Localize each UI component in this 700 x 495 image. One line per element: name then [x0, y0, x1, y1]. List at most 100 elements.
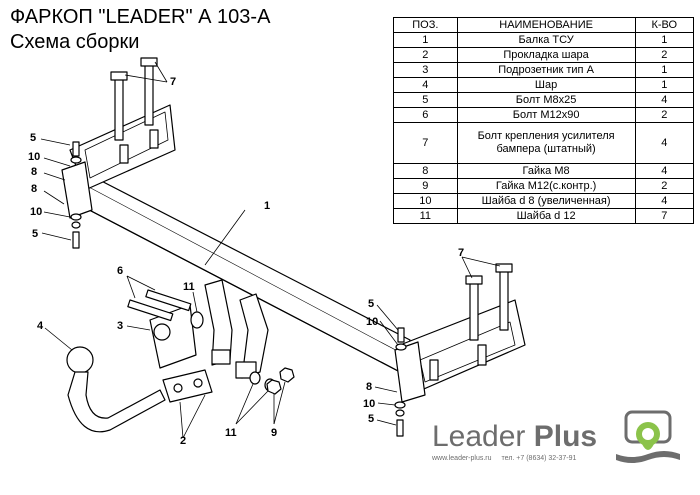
bolt-5-right-top: [397, 327, 405, 343]
callout-10-left-bottom: 10: [30, 206, 42, 218]
table-row: 1 Балка ТСУ 1: [393, 32, 694, 48]
washer-10-left: [70, 213, 82, 221]
callout-8-left-a: 8: [31, 166, 37, 178]
washer-11-top: [190, 311, 204, 329]
callout-8-right: 8: [366, 381, 372, 393]
page-subtitle: Схема сборки: [10, 31, 140, 53]
callout-6: 6: [117, 265, 123, 277]
cell-qty: 4: [634, 92, 694, 108]
callout-10-left-top: 10: [28, 151, 40, 163]
table-row: 6 Болт М12х90 2: [393, 107, 694, 123]
column-header-qty: К-ВО: [634, 17, 694, 33]
cell-qty: 4: [634, 193, 694, 209]
bolt-6-a: [127, 299, 174, 322]
callout-5-left-bottom: 5: [32, 228, 38, 240]
table-row: 2 Прокладка шара 2: [393, 47, 694, 63]
washer-10-right: [394, 401, 406, 409]
bolt-5-left-top: [72, 141, 80, 157]
ball-mount-plate-right: [239, 293, 269, 379]
leader-plus-logo-icon: [616, 410, 680, 463]
ball-neck: [67, 371, 166, 433]
cell-name: Гайка М8: [456, 163, 636, 179]
callout-7-left: 7: [170, 76, 176, 88]
cell-qty: 2: [634, 47, 694, 63]
nut-9-a: [279, 367, 295, 383]
callout-8-left-b: 8: [31, 183, 37, 195]
table-header-row: ПОЗ. НАИМЕНОВАНИЕ К-ВО: [393, 17, 694, 33]
cell-qty: 4: [634, 122, 694, 164]
bolt-5-left-bottom: [72, 231, 80, 249]
cell-pos: 6: [393, 107, 458, 123]
table-row: 11 Шайба d 12 7: [393, 208, 694, 224]
tow-ball: [66, 346, 94, 374]
cell-name: Прокладка шара: [456, 47, 636, 63]
cell-pos: 5: [393, 92, 458, 108]
brand-name-part1: Leader: [432, 420, 534, 453]
cell-qty: 1: [634, 32, 694, 48]
cell-name: Болт М8х25: [456, 92, 636, 108]
callout-4: 4: [37, 320, 44, 332]
table-row: 5 Болт М8х25 4: [393, 92, 694, 108]
bolt-7-right-b: [499, 269, 509, 331]
callout-5-right-top: 5: [368, 298, 374, 310]
cell-pos: 2: [393, 47, 458, 63]
callout-5-right-bottom: 5: [368, 413, 374, 425]
table-row: 8 Гайка М8 4: [393, 163, 694, 179]
callout-10-right-top: 10: [366, 316, 378, 328]
brand-name: Leader Plus: [432, 420, 597, 454]
cell-pos: 3: [393, 62, 458, 78]
callout-3: 3: [117, 320, 123, 332]
table-row: 3 Подрозетник тип А 1: [393, 62, 694, 78]
cell-pos: 1: [393, 32, 458, 48]
cell-pos: 9: [393, 178, 458, 194]
cell-qty: 2: [634, 178, 694, 194]
beam-lower-edge: [69, 199, 401, 373]
table-row: 7 Болт крепления усилителя бампера (штат…: [393, 122, 694, 164]
callout-11-bottom: 11: [225, 427, 237, 439]
bolt-7-left-a: [114, 77, 124, 141]
column-header-pos: ПОЗ.: [393, 17, 458, 33]
callout-7-right: 7: [458, 247, 464, 259]
callout-10-right-bottom: 10: [363, 398, 375, 410]
table-row: 9 Гайка М12(с.контр.) 2: [393, 178, 694, 194]
washer-11-a: [249, 371, 261, 385]
cell-name: Болт крепления усилителя бампера (штатны…: [456, 122, 636, 164]
cell-pos: 4: [393, 77, 458, 93]
callout-11-top: 11: [183, 281, 195, 293]
brand-contacts: www.leader-plus.ru тел. +7 (8634) 32-37-9…: [432, 455, 586, 462]
callout-5-left-top: 5: [30, 132, 36, 144]
phone-text: тел. +7 (8634) 32-37-91: [501, 455, 577, 462]
cell-name: Шайба d 12: [456, 208, 636, 224]
cell-qty: 4: [634, 163, 694, 179]
right-plate: [394, 341, 426, 403]
cell-pos: 7: [393, 122, 458, 164]
ball-shim: [162, 369, 213, 403]
bolt-7-right-a: [469, 281, 479, 341]
socket-plate: [149, 304, 197, 369]
table-row: 10 Шайба d 8 (увеличенная) 4: [393, 193, 694, 209]
cell-pos: 11: [393, 208, 458, 224]
cell-pos: 10: [393, 193, 458, 209]
cell-name: Балка ТСУ: [456, 32, 636, 48]
cell-name: Шайба d 8 (увеличенная): [456, 193, 636, 209]
cell-name: Подрозетник тип А: [456, 62, 636, 78]
page-title: ФАРКОП "LEADER" А 103-А: [10, 6, 271, 28]
cell-pos: 8: [393, 163, 458, 179]
callout-9: 9: [271, 427, 277, 439]
table-row: 4 Шар 1: [393, 77, 694, 93]
bolt-5-right-bottom: [396, 419, 404, 437]
cell-qty: 7: [634, 208, 694, 224]
cell-qty: 1: [634, 62, 694, 78]
website-text: www.leader-plus.ru: [432, 455, 492, 462]
column-header-name: НАИМЕНОВАНИЕ: [456, 17, 636, 33]
cell-name: Гайка М12(с.контр.): [456, 178, 636, 194]
cell-name: Шар: [456, 77, 636, 93]
brand-name-part2: Plus: [533, 420, 598, 453]
beam-mid-edge: [84, 184, 406, 356]
left-plate: [61, 161, 93, 219]
cell-qty: 1: [634, 77, 694, 93]
nut-9-b: [266, 379, 282, 395]
callout-1: 1: [264, 200, 270, 212]
bolt-6-b: [145, 289, 192, 312]
